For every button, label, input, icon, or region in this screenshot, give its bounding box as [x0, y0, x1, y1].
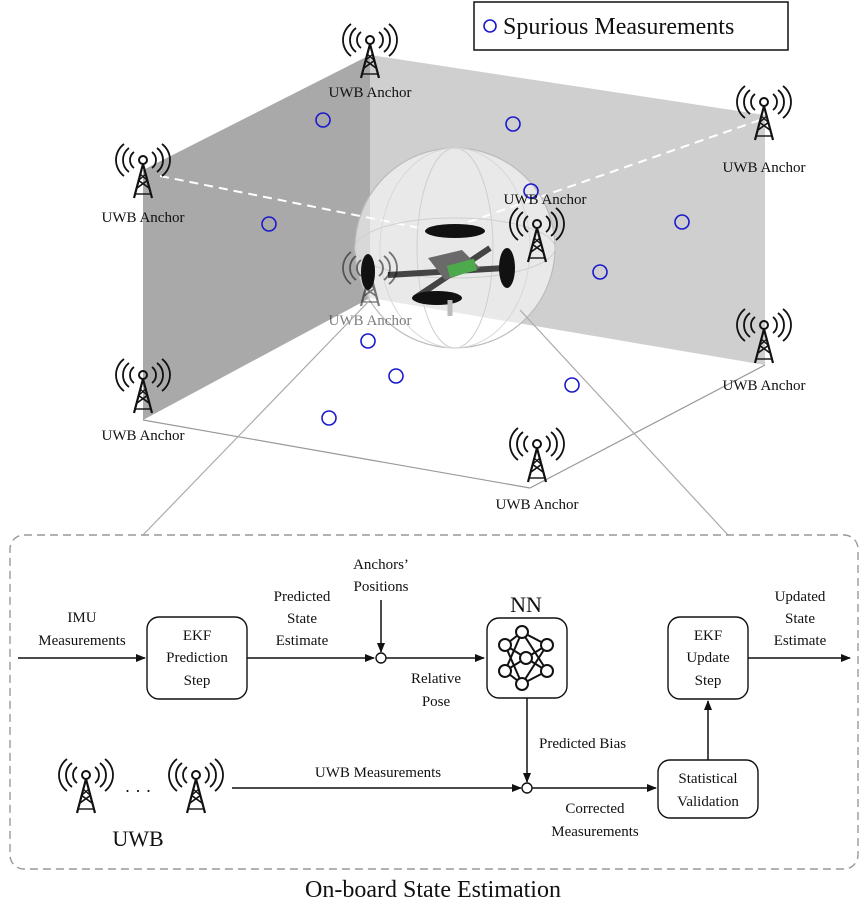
anchors-positions-label: Anchors’ Positions [353, 557, 409, 595]
spurious-marker [592, 264, 608, 280]
quadcopter-icon [361, 224, 515, 316]
svg-text:Step: Step [184, 673, 211, 689]
anchor-right-lower: UWB Anchor [723, 307, 806, 394]
anchor-label: UWB Anchor [329, 85, 412, 101]
statistical-validation-block: Statistical Validation [657, 759, 759, 819]
spurious-marker [388, 368, 404, 384]
uwb-antenna-icon [57, 757, 115, 815]
anchor-label: UWB Anchor [504, 192, 587, 208]
pipeline-box [9, 534, 859, 870]
nn-title: NN [510, 592, 542, 617]
svg-text:EKF: EKF [694, 628, 722, 644]
svg-text:State: State [785, 611, 815, 627]
svg-text:Predicted: Predicted [274, 589, 331, 605]
svg-text:Pose: Pose [422, 694, 451, 710]
zoom-line-left [142, 299, 371, 536]
dashed-line-right [439, 119, 761, 233]
left-wall [143, 55, 370, 420]
legend-marker-icon [483, 19, 497, 33]
svg-text:Relative: Relative [411, 671, 461, 687]
anchor-center-back: UWB Anchor [504, 192, 587, 264]
ekf-prediction-block: EKF Prediction Step [146, 616, 248, 700]
uwb-antenna-icon [167, 757, 225, 815]
dashed-line-left [159, 175, 441, 233]
predicted-bias-label: Predicted Bias [539, 736, 626, 752]
uwb-label: UWB [112, 826, 163, 851]
spurious-markers [261, 112, 690, 426]
uwb-measurements-label: UWB Measurements [315, 765, 441, 781]
svg-text:Step: Step [695, 673, 722, 689]
svg-text:Positions: Positions [353, 579, 408, 595]
svg-text:Validation: Validation [677, 794, 739, 810]
zoom-line-right [519, 309, 729, 536]
spurious-marker [315, 112, 331, 128]
anchor-right-upper: UWB Anchor [723, 84, 806, 176]
svg-text:Statistical: Statistical [678, 771, 737, 787]
svg-text:Updated: Updated [775, 589, 826, 605]
spurious-marker [564, 377, 580, 393]
svg-text:Anchors’: Anchors’ [353, 557, 409, 573]
svg-text:IMU: IMU [67, 610, 96, 626]
svg-text:Update: Update [686, 650, 730, 666]
imu-input-label: IMU Measurements [38, 610, 126, 649]
anchor-left-upper: UWB Anchor [102, 142, 185, 226]
anchor-label: UWB Anchor [102, 210, 185, 226]
svg-text:State: State [287, 611, 317, 627]
legend-label: Spurious Measurements [503, 14, 734, 40]
svg-text:Measurements: Measurements [551, 824, 639, 840]
anchor-label: UWB Anchor [496, 497, 579, 513]
anchor-top-back: UWB Anchor [329, 22, 412, 101]
anchor-label: UWB Anchor [723, 378, 806, 394]
junction-pose [375, 652, 387, 664]
spurious-marker [321, 410, 337, 426]
svg-text:Corrected: Corrected [565, 801, 625, 817]
spurious-marker [674, 214, 690, 230]
floor-edge-right [529, 364, 766, 489]
anchor-center-front: UWB Anchor [329, 250, 412, 329]
corrected-measurements-label: Corrected Measurements [551, 801, 639, 840]
svg-text:Measurements: Measurements [38, 633, 126, 649]
drone-sphere [354, 147, 556, 349]
anchor-label: UWB Anchor [723, 160, 806, 176]
spurious-marker [505, 116, 521, 132]
relative-pose-label: Relative Pose [411, 671, 461, 710]
spurious-marker [523, 183, 539, 199]
predicted-state-label: Predicted State Estimate [274, 589, 331, 649]
anchor-label: UWB Anchor [329, 313, 412, 329]
anchor-left-lower: UWB Anchor [102, 357, 185, 444]
uwb-source-group: · · · UWB [57, 757, 225, 851]
neural-network-icon [498, 625, 554, 691]
spurious-marker [261, 216, 277, 232]
anchor-bottom-front: UWB Anchor [496, 426, 579, 513]
svg-text:Estimate: Estimate [276, 633, 329, 649]
pipeline-title: On-board State Estimation [305, 877, 561, 903]
floor-edge-left [142, 419, 531, 489]
legend: Spurious Measurements [473, 1, 789, 51]
anchor-label: UWB Anchor [102, 428, 185, 444]
updated-state-label: Updated State Estimate [774, 589, 827, 649]
svg-text:Prediction: Prediction [166, 650, 228, 666]
ekf-update-block: EKF Update Step [667, 616, 749, 700]
svg-text:EKF: EKF [183, 628, 211, 644]
svg-text:Estimate: Estimate [774, 633, 827, 649]
nn-block [486, 617, 568, 699]
junction-correction [521, 782, 533, 794]
uwb-ellipsis: · · · [125, 781, 152, 801]
spurious-marker [360, 333, 376, 349]
